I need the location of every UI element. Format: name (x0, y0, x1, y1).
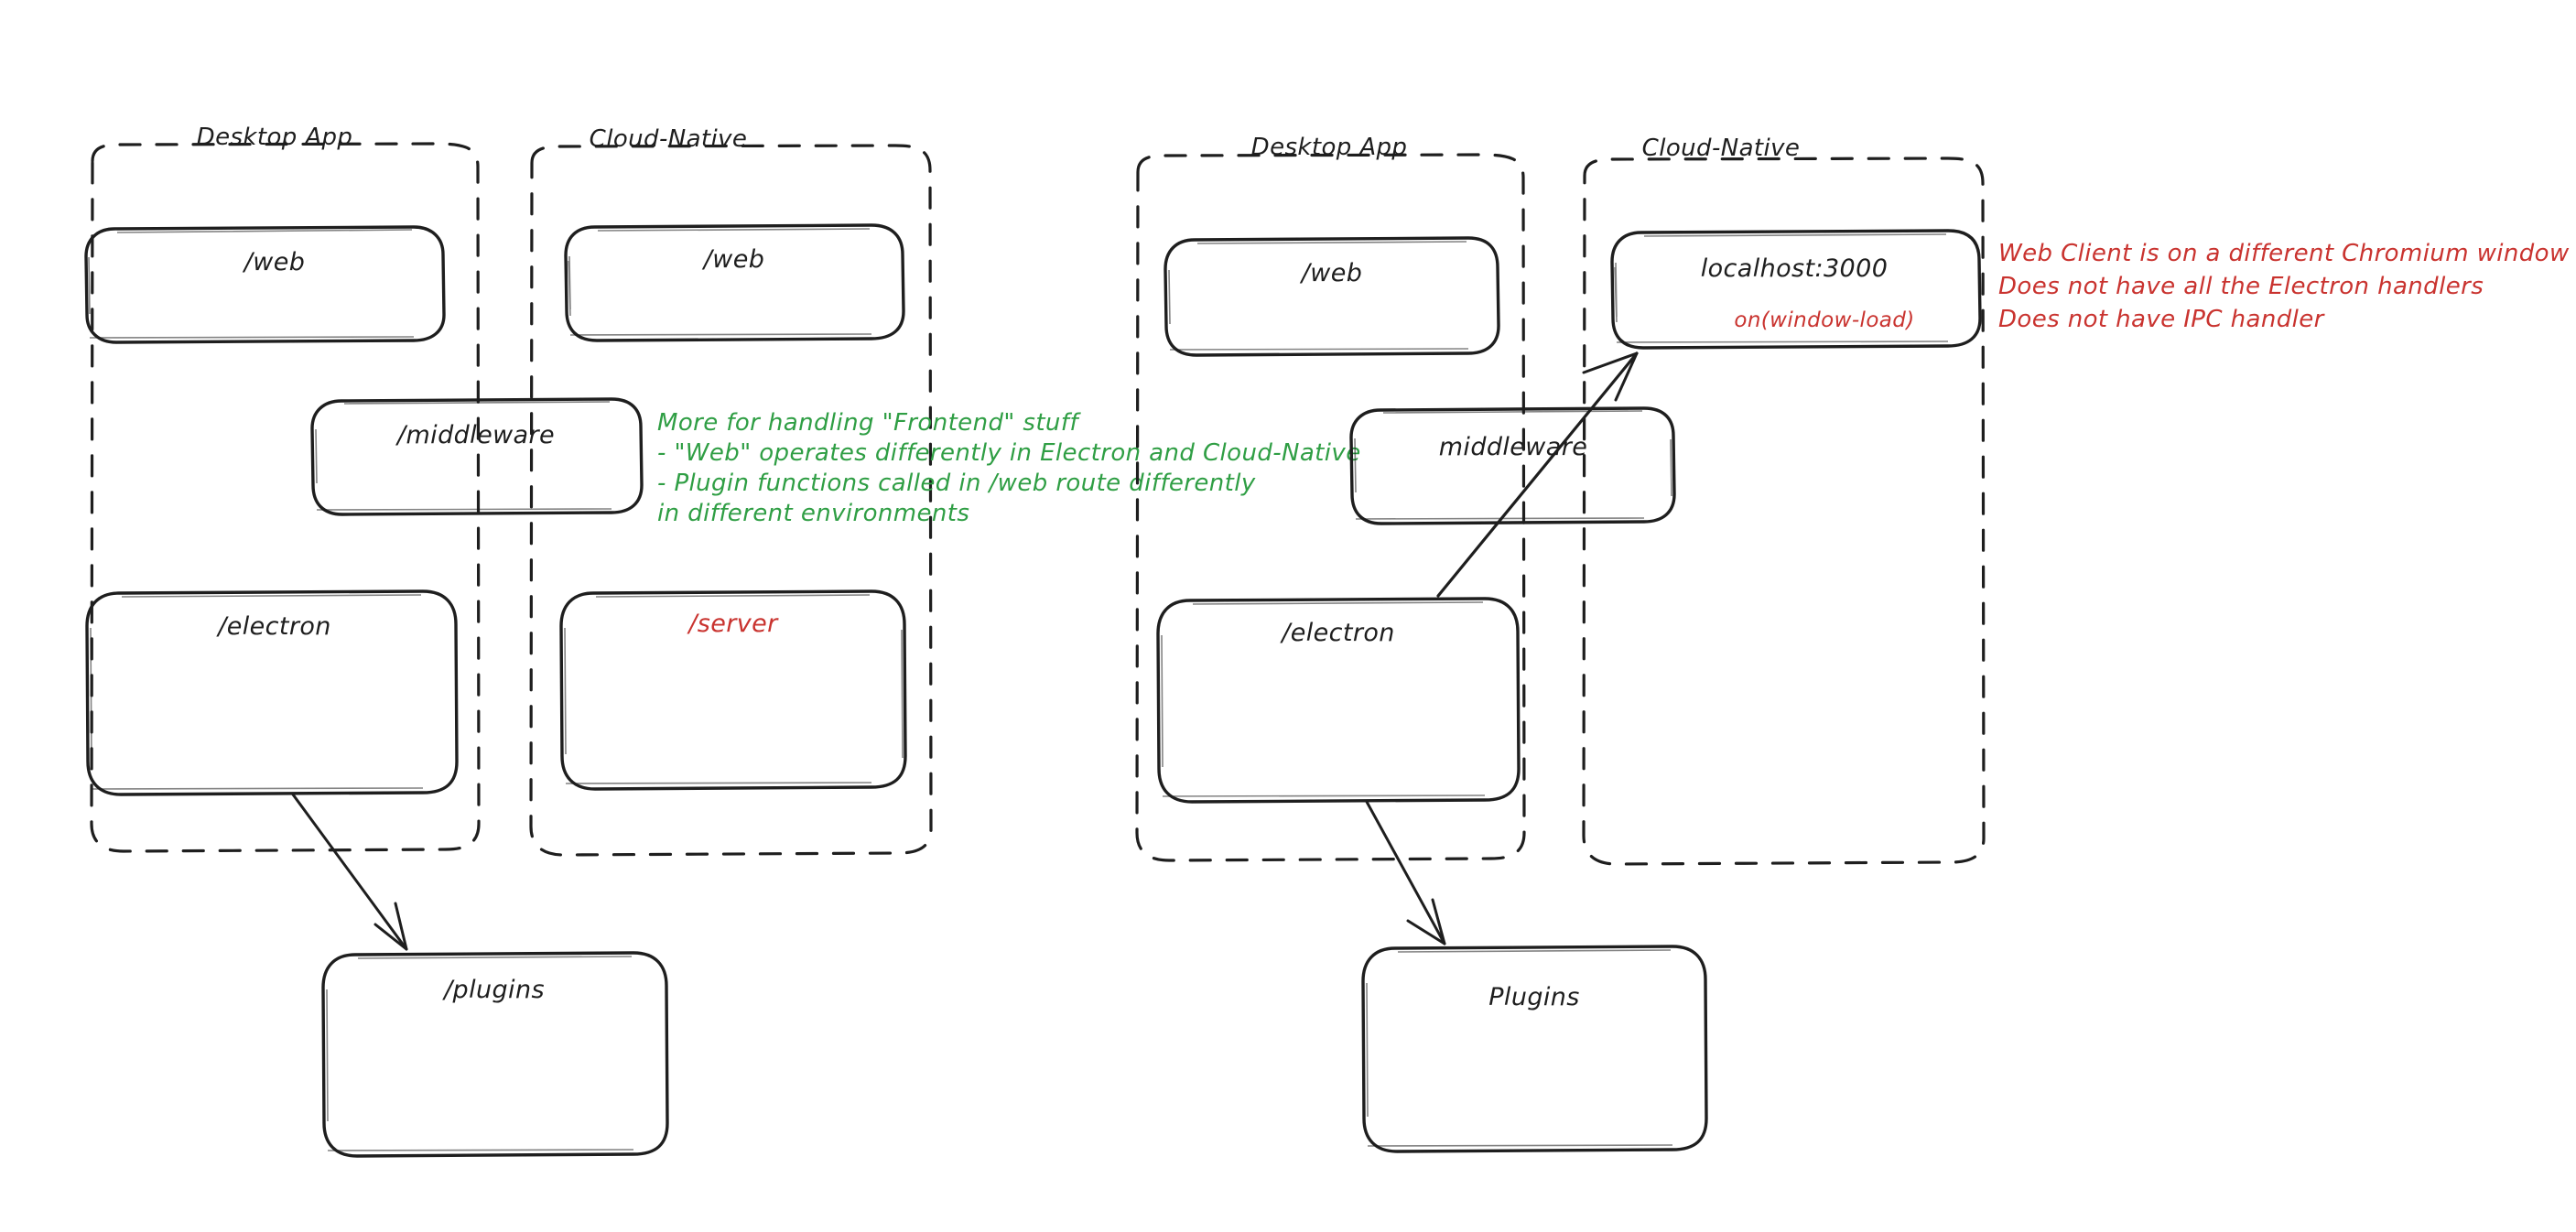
middleware-note-line-3: - Plugin functions called in /web route … (657, 470, 1256, 497)
middleware-node-box (310, 397, 644, 516)
middleware-note-line-1: More for handling "Frontend" stuff (657, 409, 1081, 437)
middleware-note-line-2: - "Web" operates differently in Electron… (657, 439, 1361, 467)
cloud-native-group-label: Cloud-Native (590, 125, 748, 153)
plugins-node-2-sketch-overlay (1366, 949, 1673, 1147)
server-node-label: /server (687, 610, 779, 638)
cloud-native-group[interactable]: Cloud-Native (529, 125, 933, 857)
electron-to-plugins-arrow-2 (1365, 800, 1446, 946)
localhost-node-box (1610, 229, 1982, 350)
web-node-desktop-2-box (1164, 236, 1500, 357)
cloud-native-group-2-label: Cloud-Native (1642, 135, 1801, 162)
electron-node-box (85, 589, 459, 796)
electron-node[interactable]: /electron (85, 589, 459, 796)
server-node[interactable]: /server (559, 589, 907, 791)
cloud-native-2-dashed-border (1582, 157, 1986, 866)
desktop-app-group-label: Desktop App (197, 124, 353, 151)
middleware-note: More for handling "Frontend" stuff - "We… (657, 409, 1361, 527)
plugins-node-label: /plugins (442, 976, 545, 1004)
web-node-desktop-2-sketch-overlay (1168, 241, 1469, 351)
localhost-node-sketch-overlay (1614, 233, 1949, 343)
electron-to-localhost-arrow (1436, 351, 1639, 598)
electron-node-sketch-overlay (90, 594, 424, 790)
web-node-desktop-sketch-overlay (88, 229, 415, 339)
middleware-node-label: /middleware (395, 421, 555, 449)
plugins-node-2-box (1361, 945, 1708, 1153)
localhost-node[interactable]: localhost:3000 on(window-load) (1610, 229, 1982, 350)
web-node-desktop-box (84, 225, 446, 344)
middleware-node-2-box (1349, 406, 1676, 525)
localhost-node-label: localhost:3000 (1701, 254, 1889, 283)
desktop-app-dashed-border (90, 142, 481, 853)
plugins-node-sketch-overlay (326, 956, 634, 1151)
web-node-desktop-label: /web (243, 248, 306, 276)
middleware-node-2-sketch-overlay (1354, 410, 1672, 520)
desktop-app-2-dashed-border (1135, 153, 1526, 862)
plugins-node-2[interactable]: Plugins (1361, 945, 1708, 1153)
middleware-node[interactable]: /middleware (310, 397, 644, 516)
electron-node-label: /electron (216, 612, 331, 641)
plugins-node-2-label: Plugins (1488, 983, 1580, 1011)
middleware-node-2[interactable]: middleware (1349, 406, 1676, 525)
electron-node-2-label: /electron (1280, 619, 1395, 647)
desktop-app-group[interactable]: Desktop App (90, 124, 481, 853)
electron-node-2-sketch-overlay (1161, 601, 1486, 797)
middleware-node-2-label: middleware (1439, 433, 1588, 461)
web-node-desktop-2-label: /web (1300, 259, 1363, 287)
web-client-note-line-1: Web Client is on a different Chromium wi… (1998, 240, 2570, 267)
desktop-app-group-2[interactable]: Desktop App (1135, 134, 1526, 862)
middleware-note-line-4: in different environments (657, 500, 969, 527)
web-node-cloud[interactable]: /web (564, 223, 905, 342)
plugins-node-box (321, 951, 669, 1158)
web-node-cloud-box (564, 223, 905, 342)
desktop-app-group-2-label: Desktop App (1251, 134, 1408, 161)
on-window-load-label: on(window-load) (1734, 308, 1914, 332)
web-node-cloud-sketch-overlay (568, 228, 872, 336)
web-client-note-line-2: Does not have all the Electron handlers (1998, 273, 2484, 300)
web-client-note: Web Client is on a different Chromium wi… (1998, 240, 2570, 333)
web-node-desktop-2[interactable]: /web (1164, 236, 1500, 357)
web-node-cloud-label: /web (702, 245, 765, 274)
cloud-native-dashed-border (529, 144, 933, 857)
server-node-sketch-overlay (564, 594, 904, 784)
web-node-desktop[interactable]: /web (84, 225, 446, 344)
plugins-node[interactable]: /plugins (321, 951, 669, 1158)
server-node-box (559, 589, 907, 791)
electron-node-2[interactable]: /electron (1156, 597, 1521, 804)
middleware-node-sketch-overlay (315, 401, 612, 511)
web-client-note-line-3: Does not have IPC handler (1998, 306, 2326, 333)
electron-to-plugins-arrow (291, 793, 408, 951)
electron-node-2-box (1156, 597, 1521, 804)
cloud-native-group-2[interactable]: Cloud-Native (1582, 135, 1986, 866)
